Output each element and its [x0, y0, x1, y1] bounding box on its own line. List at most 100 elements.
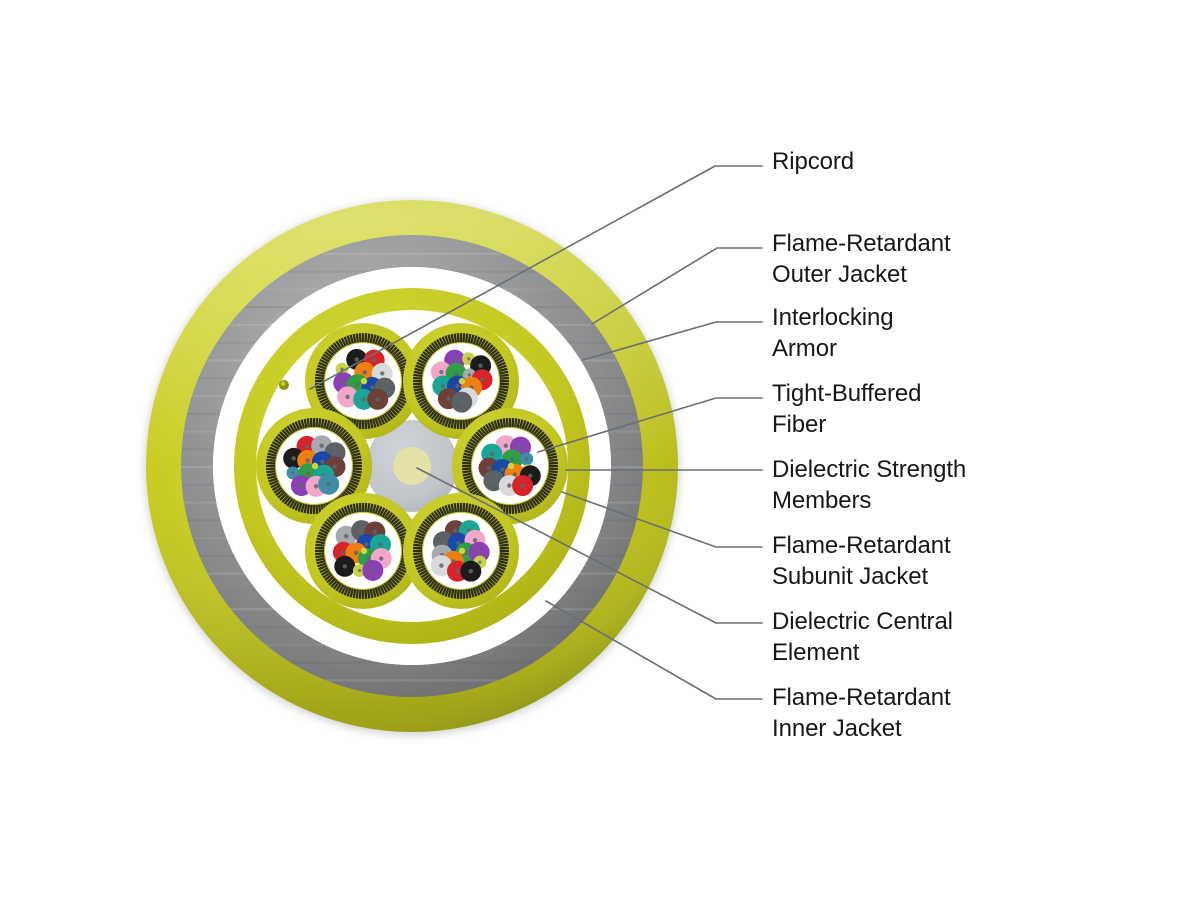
strength-member-strand: [428, 344, 437, 353]
strength-member-strand: [428, 514, 437, 523]
strength-member-strand: [316, 367, 326, 373]
strength-member-strand: [358, 333, 362, 343]
strength-member-strand: [352, 467, 362, 471]
strength-member-strand: [381, 338, 388, 348]
strength-member-strand: [352, 472, 362, 477]
fiber-core: [380, 371, 385, 376]
strength-member-strand: [267, 452, 277, 458]
strength-member-strand: [340, 507, 347, 517]
strength-member-strand: [546, 449, 556, 455]
strength-member-strand: [463, 452, 473, 458]
fiber-core: [491, 478, 497, 483]
strength-member-strand: [322, 523, 332, 531]
strength-member-strand: [499, 557, 509, 562]
strength-member-strand: [335, 510, 343, 520]
strength-member-strand: [453, 333, 458, 343]
cable-assembly: [146, 200, 678, 732]
strength-member-strand: [544, 482, 554, 489]
strength-member-strand: [428, 579, 437, 588]
strength-member-strand: [464, 477, 474, 483]
strength-member-strand: [394, 353, 404, 361]
strength-member-strand: [472, 587, 478, 597]
strength-member-strand: [416, 564, 426, 571]
strength-member-strand: [281, 494, 290, 503]
strength-member-strand: [320, 569, 330, 576]
strength-member-strand: [534, 494, 543, 503]
strength-member-strand: [289, 499, 296, 509]
strength-member-strand: [499, 554, 509, 559]
strength-member-strand: [417, 397, 427, 404]
strength-member-strand: [397, 567, 407, 574]
strength-member-strand: [338, 584, 345, 594]
strength-member-strand: [505, 418, 509, 428]
subunit: [403, 323, 519, 440]
strength-member-strand: [309, 418, 313, 428]
strength-member-strand: [281, 429, 290, 438]
strength-member-strand: [330, 344, 339, 353]
strength-member-strand: [348, 443, 358, 450]
strength-member-strand: [477, 429, 486, 438]
fiber-core: [509, 457, 515, 462]
strength-member-strand: [279, 492, 288, 501]
strength-member-strand: [352, 588, 357, 599]
strength-member-strand: [381, 414, 388, 424]
strength-member-strand: [481, 510, 489, 520]
strength-member-strand: [523, 501, 530, 511]
strength-member-strand: [271, 441, 281, 448]
callout-label-line: Ripcord: [772, 148, 854, 175]
strength-member-strand: [391, 405, 400, 414]
strength-member-strand: [317, 364, 327, 370]
strength-member-strand: [376, 586, 383, 596]
strength-member-strand: [355, 589, 360, 599]
strength-member-strand: [416, 361, 426, 368]
strength-member-strand: [447, 334, 453, 344]
strength-member-strand: [413, 376, 423, 380]
strength-member-strand: [387, 579, 396, 588]
strength-member-strand: [430, 581, 439, 590]
strength-member-strand: [477, 585, 484, 595]
strength-member-strand: [499, 385, 509, 389]
leader-line-flame-retardant-subunit-jacket: [561, 491, 763, 548]
strength-member-strand: [355, 503, 360, 513]
strength-member-strand: [548, 458, 558, 463]
callout-label-line: Dielectric Central: [772, 608, 953, 635]
strength-member-strand: [315, 385, 325, 389]
strength-member-strand: [483, 342, 492, 351]
strength-member-strand: [351, 474, 361, 480]
strength-member-strand: [479, 427, 488, 436]
strength-member-strand: [376, 336, 383, 346]
strength-member-strand: [286, 497, 294, 507]
strength-member-strand: [289, 423, 296, 433]
strength-member-strand: [358, 419, 362, 430]
strength-member-strand: [498, 367, 508, 373]
fiber-core: [372, 529, 378, 535]
fiber-core: [452, 357, 457, 363]
strength-member-strand: [462, 467, 472, 471]
strength-member-strand: [483, 581, 492, 590]
strength-member-strand: [324, 350, 333, 359]
strength-member-strand: [338, 508, 345, 518]
strength-member-strand: [366, 333, 371, 343]
strength-member-strand: [430, 411, 439, 420]
strength-member-strand: [349, 504, 355, 514]
fiber-core: [476, 550, 482, 555]
callout-label-line: Flame-Retardant: [772, 532, 951, 559]
dielectric-strength-members: [413, 502, 509, 599]
strength-member-strand: [463, 474, 473, 480]
leader-line-ripcord: [309, 165, 763, 390]
outer-jacket-shading: [146, 200, 678, 732]
strength-member-strand: [548, 467, 558, 471]
strength-member-strand: [495, 358, 505, 365]
fiber-core: [320, 459, 325, 465]
strength-member-strand: [326, 518, 335, 527]
strength-member-strand: [499, 418, 504, 428]
strength-member-strand: [350, 477, 360, 483]
fiber-core: [345, 394, 350, 400]
strength-member-strand: [413, 546, 423, 550]
strength-member-strand: [474, 506, 481, 516]
strength-member-strand: [433, 582, 441, 592]
strength-member-strand: [332, 512, 341, 521]
strength-member-strand: [352, 333, 357, 344]
strength-member-strand: [499, 546, 509, 550]
